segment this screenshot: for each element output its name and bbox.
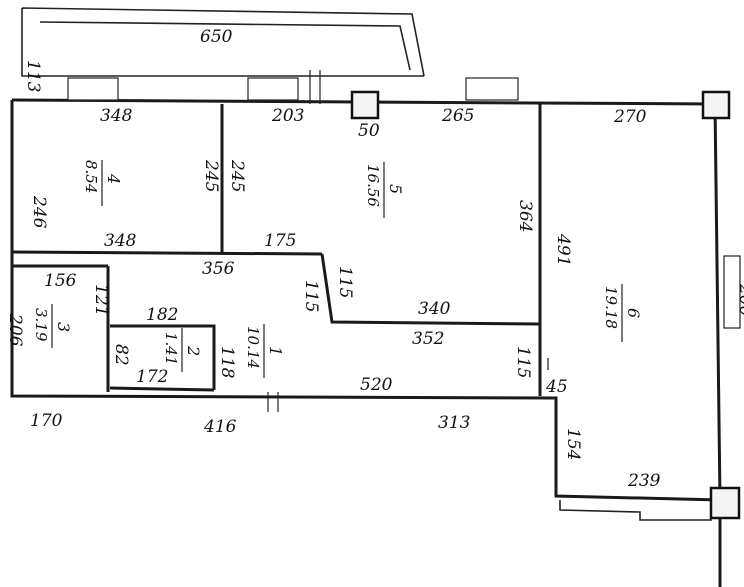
dim-room4-bottom: 348 bbox=[104, 231, 137, 251]
room-3-area: 3.19 bbox=[32, 308, 50, 342]
dim-balcony-width: 650 bbox=[200, 27, 233, 47]
wall-wc bbox=[110, 324, 216, 390]
wall-wc-bottom bbox=[109, 386, 215, 392]
dim-hall-bottom: 520 bbox=[360, 375, 393, 395]
room-1-number: 1 bbox=[266, 346, 285, 356]
room-5-label: 5 16.56 bbox=[364, 162, 405, 218]
right-wall bbox=[713, 103, 722, 501]
dim-room6-lower-left: 154 bbox=[563, 428, 583, 460]
dim-room6-left: 491 bbox=[553, 233, 573, 266]
dim-room5-step: 115 bbox=[335, 266, 355, 298]
room-5-area: 16.56 bbox=[364, 164, 382, 207]
dim-room4-left: 246 bbox=[29, 195, 49, 229]
room-3-number: 3 bbox=[54, 322, 73, 332]
dim-hall-right: 352 bbox=[412, 329, 444, 349]
dim-bottom-left: 170 bbox=[30, 411, 63, 431]
window-room4 bbox=[67, 77, 119, 101]
dim-wc-left: 82 bbox=[111, 344, 131, 366]
dim-column: 50 bbox=[358, 121, 380, 141]
dim-room5-right: 364 bbox=[515, 200, 535, 232]
dim-room6-top: 270 bbox=[613, 107, 647, 127]
dim-room5-bottom: 340 bbox=[418, 299, 451, 319]
dim-right-edge: 200 bbox=[735, 283, 744, 317]
dim-room4-right: 245 bbox=[201, 159, 221, 192]
dim-hall-step: 115 bbox=[513, 346, 533, 378]
window-room6 bbox=[465, 77, 519, 101]
room-2-area: 1.41 bbox=[162, 332, 180, 365]
room-4-label: 4 8.54 bbox=[82, 160, 123, 206]
room-2-label: 2 1.41 bbox=[162, 328, 203, 372]
room-2-number: 2 bbox=[184, 345, 203, 356]
column-top bbox=[350, 90, 380, 120]
room-6-number: 6 bbox=[624, 308, 643, 318]
column-right-top bbox=[701, 90, 731, 120]
dim-wc-bottom: 172 bbox=[136, 367, 168, 387]
dim-wc-right: 118 bbox=[217, 346, 237, 379]
dim-corr-top: 175 bbox=[264, 231, 296, 251]
dim-top-mid: 203 bbox=[271, 106, 304, 126]
dim-small-45: 45 bbox=[545, 377, 568, 397]
room-3-label: 3 3.19 bbox=[32, 304, 73, 348]
column-right-bottom bbox=[709, 486, 741, 520]
dim-room3-left: 206 bbox=[5, 313, 25, 347]
wall-room4-bottom bbox=[11, 250, 323, 256]
room-4-number: 4 bbox=[104, 173, 123, 184]
dim-top-right-mid: 265 bbox=[441, 106, 474, 126]
wall-room5-step bbox=[320, 253, 541, 326]
room-6-label: 6 19.18 bbox=[602, 284, 643, 342]
room-5-number: 5 bbox=[386, 184, 405, 194]
balcony-outline bbox=[21, 7, 425, 77]
stair-mark bbox=[559, 500, 712, 521]
dim-corr-mid: 356 bbox=[202, 259, 235, 279]
room-6-area: 19.18 bbox=[602, 286, 620, 329]
dim-bottom-right: 313 bbox=[438, 413, 470, 433]
dim-room5-left: 245 bbox=[227, 159, 247, 192]
balcony-inner bbox=[39, 21, 411, 71]
room-1-label: 1 10.14 bbox=[244, 324, 285, 378]
dim-room4-top: 348 bbox=[100, 106, 133, 126]
dim-room6-bottom: 239 bbox=[627, 471, 661, 491]
room-4-area: 8.54 bbox=[82, 160, 100, 193]
room-1-area: 10.14 bbox=[244, 326, 262, 369]
dim-wc-top: 182 bbox=[146, 305, 178, 325]
window-room5 bbox=[247, 77, 299, 101]
dim-room3-right: 121 bbox=[91, 284, 111, 316]
dim-room3-top: 156 bbox=[44, 271, 77, 291]
window-right bbox=[723, 255, 741, 329]
dim-balcony-height: 113 bbox=[23, 60, 43, 92]
dim-corr-step: 115 bbox=[301, 280, 321, 312]
dim-bottom-mid: 416 bbox=[203, 417, 237, 437]
